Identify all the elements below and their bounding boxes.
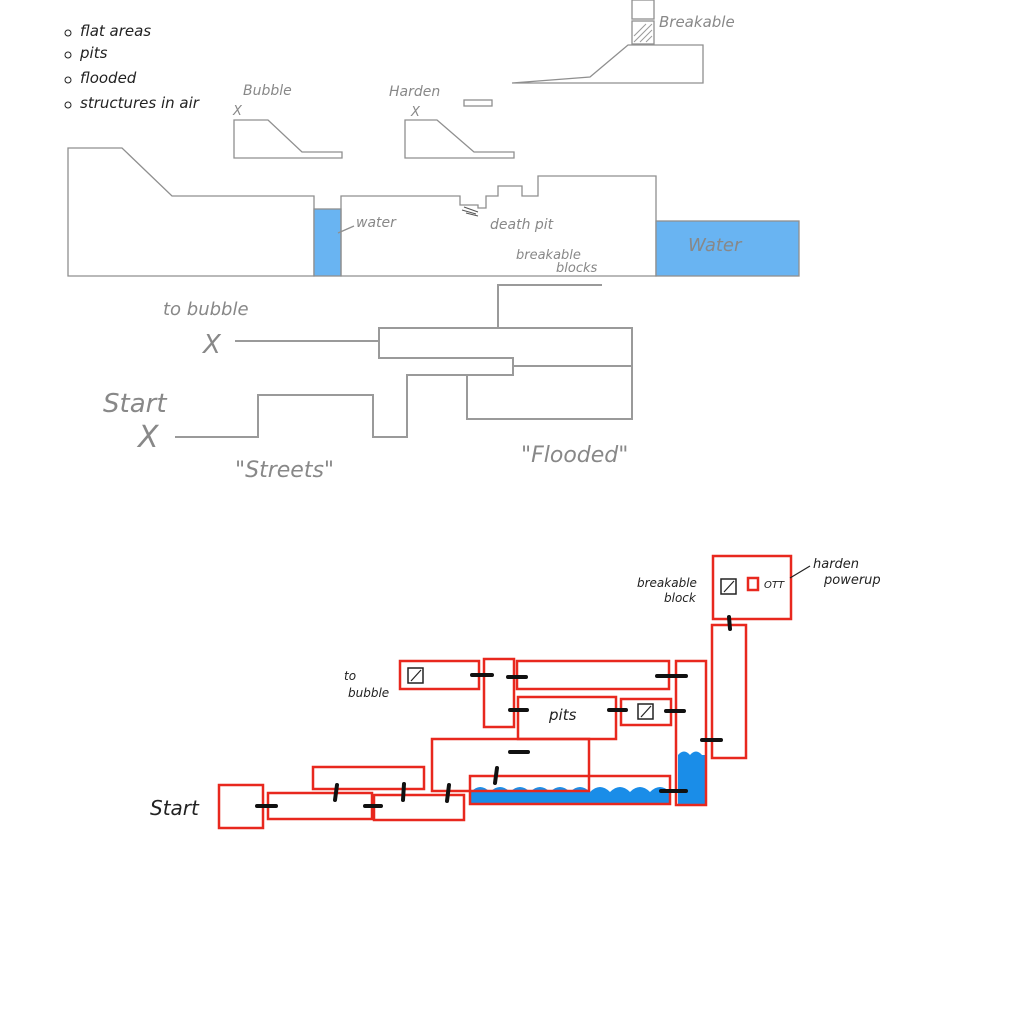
upper-platform	[511, 44, 704, 84]
upper-path	[378, 284, 602, 341]
water-pit-small	[313, 208, 342, 277]
door	[445, 783, 451, 803]
room-street-2	[372, 793, 466, 822]
breakable-block-icon	[407, 667, 424, 684]
harden-powerup-icon	[746, 576, 760, 592]
door	[727, 615, 732, 631]
map-to-bubble-label: to	[344, 669, 356, 683]
shaft-water	[678, 751, 706, 805]
death-pit-hatch	[461, 206, 479, 217]
breakable-blocks-label: breakable	[516, 248, 581, 263]
legend-item-pits: pits	[79, 44, 108, 62]
room-powerup	[711, 554, 793, 621]
doors	[255, 615, 732, 808]
breakable-block-sketch	[631, 20, 655, 45]
legend: flat areas pits flooded structures in ai…	[64, 22, 200, 112]
death-pit-label: death pit	[490, 217, 554, 233]
room-shaft-right	[674, 659, 708, 807]
side-view-sketch: Breakable Bubble X Harden X water death …	[67, 0, 800, 277]
door	[493, 766, 499, 785]
room-to-bubble	[398, 659, 481, 691]
room-map: OTT Start to bubble pits b	[150, 554, 881, 830]
flooded-outline	[466, 327, 633, 420]
breakable-block-label: breakable	[637, 576, 697, 590]
room-top-corridor	[515, 659, 671, 691]
breakable-block-icon	[637, 703, 654, 720]
ground-middle	[340, 175, 657, 277]
to-bubble-marker: X	[201, 330, 222, 360]
bubble-label: Bubble	[243, 83, 292, 99]
door	[401, 782, 406, 802]
powerup-glyph: OTT	[764, 580, 785, 591]
bubble-structure	[233, 119, 343, 159]
room-street-upper	[311, 765, 426, 791]
water-large-label: Water	[688, 235, 743, 256]
map-start-label: Start	[150, 796, 200, 820]
harden-powerup-label: harden	[813, 557, 859, 572]
legend-item-structures-in-air: structures in air	[80, 94, 200, 112]
room-shaft-left	[482, 657, 516, 729]
harden-structure	[404, 119, 515, 159]
bubble-marker: X	[232, 104, 243, 119]
legend-bullet	[64, 51, 72, 59]
rooms	[217, 554, 793, 830]
pits-label: pits	[548, 706, 577, 724]
water-label-pointer	[337, 225, 355, 234]
breakable-block-label-2: block	[664, 591, 697, 605]
streets-path	[175, 340, 514, 438]
ground-left	[67, 147, 315, 277]
tower-block	[631, 0, 655, 20]
flooded-water	[471, 787, 670, 803]
harden-powerup-label-2: powerup	[823, 573, 881, 588]
powerup-pointer	[789, 565, 811, 579]
start-label: Start	[103, 389, 167, 419]
legend-bullet	[64, 76, 72, 84]
breakable-block-icon	[720, 578, 737, 595]
room-connector	[430, 737, 591, 793]
map-to-bubble-label-2: bubble	[348, 686, 389, 700]
flooded-label: "Flooded"	[521, 443, 628, 468]
legend-bullet	[64, 29, 72, 37]
water-small-label: water	[356, 215, 397, 231]
streets-label: "Streets"	[235, 458, 334, 483]
door	[333, 783, 339, 802]
start-marker: X	[136, 420, 160, 455]
water-pool-large	[655, 220, 800, 277]
floating-platform	[463, 99, 493, 107]
breakable-blocks-label-2: blocks	[556, 261, 597, 276]
legend-item-flooded: flooded	[80, 69, 137, 87]
room-street-1	[266, 791, 374, 821]
breakable-label: Breakable	[659, 13, 735, 31]
room-pits	[516, 695, 618, 741]
harden-label: Harden	[389, 84, 440, 100]
legend-item-flat-areas: flat areas	[80, 22, 151, 40]
legend-bullet	[64, 101, 72, 109]
harden-marker: X	[410, 105, 421, 120]
to-bubble-label: to bubble	[163, 299, 249, 320]
hatch-pattern	[633, 23, 653, 43]
route-sketch: to bubble X Start X "Streets" "Flooded"	[103, 284, 633, 483]
